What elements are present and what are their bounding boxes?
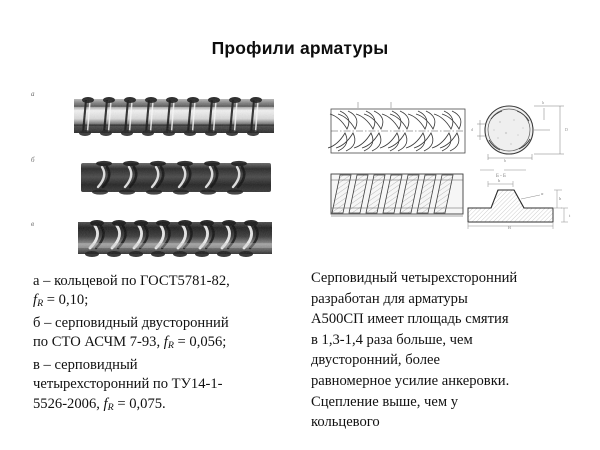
caption-left-line-5: в – серповидный xyxy=(33,356,138,373)
fr-subscript-3: R xyxy=(107,401,114,413)
caption-left-line-7: 5526-2006, fR = 0,075. xyxy=(33,395,283,418)
crescent-two-sided-rebar-photo xyxy=(78,158,274,198)
photo-label-v: в xyxy=(31,220,35,228)
caption-left-block: а – кольцевой по ГОСТ5781-82, fR = 0,10;… xyxy=(33,272,283,417)
svg-text:d: d xyxy=(471,127,473,132)
fr-symbol-1: f xyxy=(33,292,38,309)
svg-text:D: D xyxy=(565,127,568,132)
svg-text:h: h xyxy=(542,100,544,105)
caption-left-line-2: fR = 0,10; xyxy=(33,291,283,314)
rebar-hatched-view-and-rib-profile-drawing: Б - Б b xyxy=(328,166,590,232)
svg-text:α: α xyxy=(541,191,544,196)
caption-left-line-3: б – серповидный двусторонний xyxy=(33,314,229,331)
fr-value-3: = 0,075. xyxy=(113,395,166,412)
svg-text:h: h xyxy=(559,196,562,201)
crescent-four-sided-rebar-photo xyxy=(75,216,275,260)
svg-text:B: B xyxy=(508,225,511,230)
svg-text:Б - Б: Б - Б xyxy=(496,174,506,179)
fr-symbol-2: f xyxy=(163,334,168,351)
caption-left-line-4: по СТО АСЧМ 7-93, fR = 0,056; xyxy=(33,333,283,356)
page-title: Профили арматуры xyxy=(211,38,389,58)
rebar-side-view-and-round-cross-section-drawing: d D b h xyxy=(327,100,590,163)
svg-text:b: b xyxy=(504,158,506,162)
caption-left-line-6: четырехсторонний по ТУ14-1- xyxy=(33,376,223,393)
caption-right-line-4: в 1,3-1,4 раза больше, чем xyxy=(311,331,473,348)
caption-right-line-7: Сцепление выше, чем у xyxy=(311,393,459,410)
fr-subscript-1: R xyxy=(37,298,44,310)
caption-right-line-8: кольцевого xyxy=(311,414,380,431)
fr-symbol-3: f xyxy=(103,395,108,412)
svg-text:b: b xyxy=(498,178,501,183)
caption-right-line-3: А500СП имеет площадь смятия xyxy=(311,311,509,328)
ring-profile-rebar-photo xyxy=(72,92,277,140)
fr-prefix-2: по СТО АСЧМ 7-93, xyxy=(33,334,164,351)
caption-left-line-1: а – кольцевой по ГОСТ5781-82, xyxy=(33,273,230,289)
caption-right-line-5: двусторонний, более xyxy=(311,352,440,369)
fr-value-2: = 0,056; xyxy=(173,334,227,351)
photo-label-b: б xyxy=(31,156,35,164)
fr-subscript-2: R xyxy=(167,340,174,352)
fr-prefix-3: 5526-2006, xyxy=(33,395,104,412)
caption-right-line-1: Серповидный четырехсторонний xyxy=(311,270,518,286)
fr-value-1: = 0,10; xyxy=(43,292,89,309)
caption-right-line-2: разработан для арматуры xyxy=(311,290,468,307)
photo-label-a: а xyxy=(31,90,35,98)
svg-text:t: t xyxy=(569,213,571,218)
caption-right-line-6: равномерное усилие анкеровки. xyxy=(311,372,510,389)
caption-right-block: Серповидный четырехсторонний разработан … xyxy=(311,268,583,433)
